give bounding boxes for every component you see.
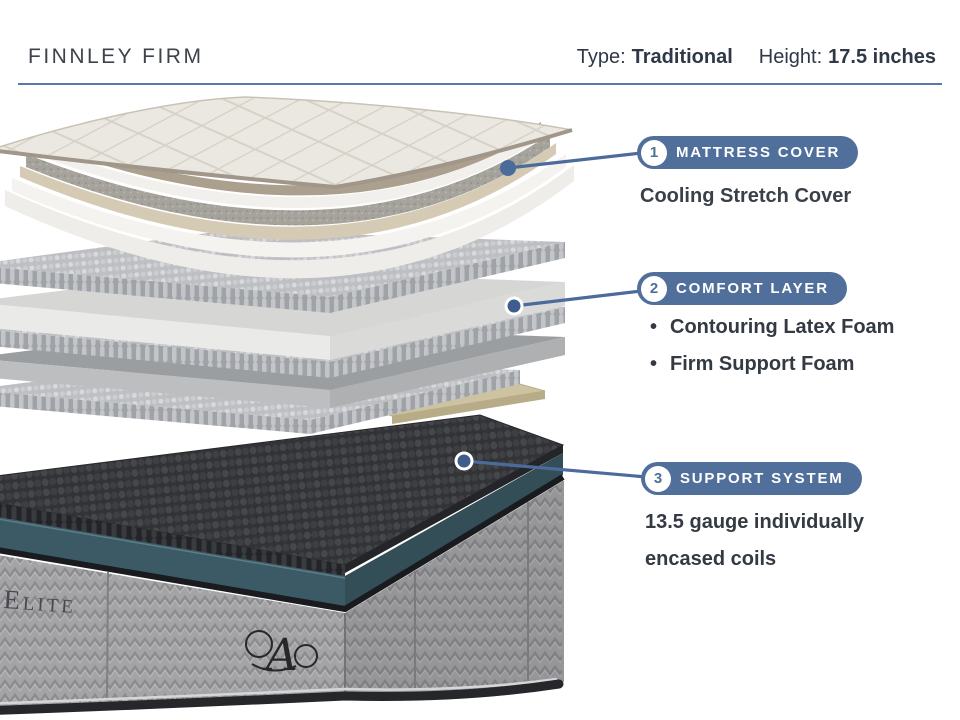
page-title: FINNLEY FIRM	[28, 45, 204, 68]
callout-number: 3	[645, 465, 671, 492]
callout-lines	[462, 150, 660, 480]
height-label: Height:	[758, 46, 823, 68]
callout-dot-2	[507, 299, 521, 313]
bullet-item: Firm Support Foam	[650, 353, 894, 376]
callout-label: MATTRESS COVER	[676, 144, 841, 161]
header: FINNLEY FIRM Type:Traditional Height:17.…	[18, 0, 942, 85]
fabric-left-face	[0, 555, 345, 709]
fabric-seam	[106, 571, 109, 702]
callout-badge-mattress-cover: 1 MATTRESS COVER	[637, 136, 859, 169]
cover-sheet-speckled	[26, 134, 550, 226]
callout-badge-comfort-layer: 2 COMFORT LAYER	[637, 272, 847, 305]
type-value: Traditional	[631, 46, 733, 68]
cover-sheet-beige	[20, 143, 556, 240]
product-specs: Type:Traditional Height:17.5 inches	[577, 46, 942, 69]
bullet-item: Contouring Latex Foam	[650, 316, 894, 339]
monogram-logo: A	[245, 630, 318, 681]
piping-dark	[0, 474, 565, 612]
mattress-cover-description: Cooling Stretch Cover	[640, 185, 852, 207]
spec-height: Height:17.5 inches	[759, 46, 936, 69]
callout-dots	[454, 160, 524, 471]
teal-highlight	[0, 518, 346, 579]
cover-sheet-white	[5, 165, 574, 279]
callout-label: COMFORT LAYER	[676, 280, 829, 297]
support-base: Elite A	[0, 414, 565, 715]
type-label: Type:	[576, 46, 626, 68]
charcoal-rib-edge	[0, 503, 345, 577]
callout-dot-1	[500, 160, 516, 176]
comfort-layer-bullets: Contouring Latex Foam Firm Support Foam	[650, 316, 894, 390]
spec-type: Type:Traditional	[577, 46, 733, 69]
comfort-layer-planks	[0, 230, 565, 434]
height-value: 17.5 inches	[828, 46, 936, 68]
fabric-right-shade	[345, 481, 563, 695]
teal-band-shade	[345, 453, 563, 607]
callout-line-3	[462, 459, 660, 480]
callout-badge-support-system: 3 SUPPORT SYSTEM	[641, 462, 862, 495]
charcoal-right-edge	[345, 445, 563, 573]
callout-dot-3	[457, 454, 471, 468]
cover-backing-tan	[36, 122, 541, 196]
callout-number: 1	[641, 139, 667, 166]
brand-text: Elite	[3, 584, 78, 619]
bottom-trim-dark	[0, 679, 564, 715]
fabric-right-face	[345, 481, 563, 695]
cover-stack	[0, 96, 574, 279]
callout-label: SUPPORT SYSTEM	[680, 470, 844, 487]
callout-line-2	[512, 288, 652, 308]
cover-piping	[0, 128, 573, 190]
cover-sheet-white	[12, 154, 566, 258]
mattress-illustration: Elite A	[0, 96, 660, 715]
teal-band	[0, 453, 563, 607]
monogram-letter: A	[262, 630, 298, 681]
cover-sheet-white	[32, 127, 545, 209]
bottom-piping-light	[0, 677, 558, 705]
callout-number: 2	[641, 275, 667, 302]
support-system-description: 13.5 gauge individually encased coils	[645, 511, 864, 570]
callout-line-1	[506, 150, 652, 170]
